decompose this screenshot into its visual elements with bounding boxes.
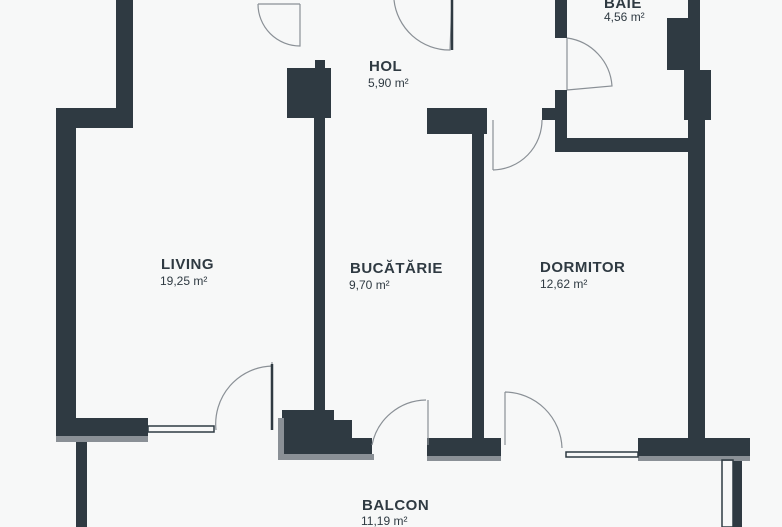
shadow-kitchen-window-bottom: [427, 456, 501, 461]
wall-living-bottom: [56, 418, 148, 440]
wall-balcon-right: [733, 460, 742, 527]
wall-living-left: [56, 108, 76, 440]
wall-hol-pillar-top: [315, 60, 325, 72]
wall-dormitor-right: [688, 118, 705, 446]
wall-dormitor-bottom: [638, 438, 750, 460]
room-area-baie: 4,56 m²: [604, 10, 645, 24]
window-balcon-right: [721, 459, 734, 527]
window-living: [147, 425, 215, 433]
wall-top-left-vertical: [116, 0, 133, 125]
wall-baie-right-top: [667, 18, 689, 70]
windows: [147, 425, 734, 527]
door-entrance-left: [257, 3, 301, 47]
wall-baie-right-outer: [684, 70, 711, 120]
room-name-living: LIVING: [161, 256, 214, 273]
wall-kitchen-block: [282, 410, 334, 456]
wall-balcon-left: [76, 440, 87, 527]
wall-kitchen-bottom-small: [350, 438, 372, 456]
door-baie: [566, 37, 613, 91]
shadow-kitchen-block: [278, 418, 284, 460]
door-kitchen-balcon: [371, 399, 429, 446]
wall-hol-pillar: [287, 68, 331, 118]
door-leaves: [270, 0, 454, 430]
wall-kitchen-dormitor: [472, 108, 484, 443]
room-area-dormitor: 12,62 m²: [540, 277, 587, 291]
room-name-bucatarie: BUCĂTĂRIE: [350, 260, 443, 277]
room-area-hol: 5,90 m²: [368, 76, 409, 90]
wall-baie-bottom: [555, 138, 705, 152]
shadow-kitchen-block-bottom: [278, 454, 374, 460]
shadow-living-bottom: [56, 436, 148, 442]
wall-baie-small: [542, 108, 558, 120]
room-area-living: 19,25 m²: [160, 274, 207, 288]
room-name-balcon: BALCON: [362, 497, 429, 514]
door-dormitor: [492, 119, 543, 171]
room-area-balcon: 11,19 m²: [361, 514, 407, 527]
door-hol-top: [393, 0, 453, 51]
room-name-hol: HOL: [369, 58, 402, 75]
wall-kitchen-window-bottom: [427, 438, 501, 458]
shadow-dormitor-bottom: [638, 456, 750, 461]
wall-shadows: [56, 418, 750, 461]
doors: [215, 0, 613, 449]
wall-kitchen-block-step: [334, 420, 352, 456]
door-dormitor-balcon: [504, 391, 563, 449]
walls: [56, 0, 750, 527]
window-dormitor: [565, 451, 639, 458]
wall-baie-left-lower: [555, 90, 567, 140]
room-name-dormitor: DORMITOR: [540, 259, 625, 276]
door-living-balcon: [215, 362, 273, 431]
room-area-bucatarie: 9,70 m²: [349, 278, 390, 292]
wall-living-kitchen: [314, 110, 325, 420]
wall-baie-left: [555, 0, 567, 38]
room-labels: BAIE 4,56 m² HOL 5,90 m² LIVING 19,25 m²…: [160, 0, 645, 527]
room-name-baie: BAIE: [604, 0, 642, 12]
